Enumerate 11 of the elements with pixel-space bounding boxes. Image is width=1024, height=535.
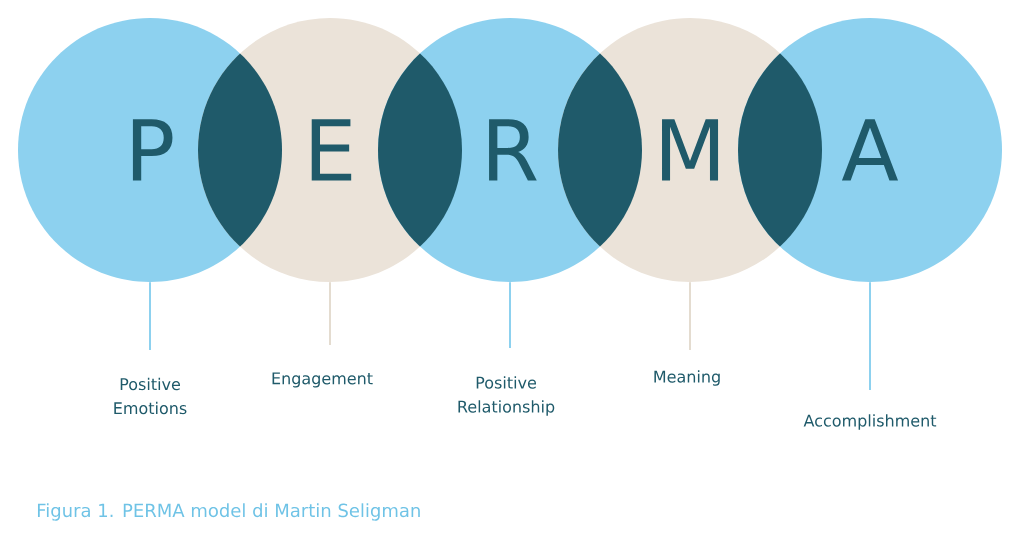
label-text: Positive Emotions xyxy=(114,377,187,415)
leader-line xyxy=(509,281,511,349)
leader-line xyxy=(869,281,871,391)
leader-line xyxy=(149,281,151,351)
label-text: Positive Relationship xyxy=(458,376,555,416)
leader-line xyxy=(689,281,691,351)
label-text: Accomplishment xyxy=(803,414,937,430)
label-text: Engagement xyxy=(272,372,373,388)
label-text: Meaning xyxy=(654,370,720,386)
leader-line xyxy=(329,281,331,346)
caption: Figura 1. PERMA model di Martin Seligman xyxy=(37,503,420,521)
